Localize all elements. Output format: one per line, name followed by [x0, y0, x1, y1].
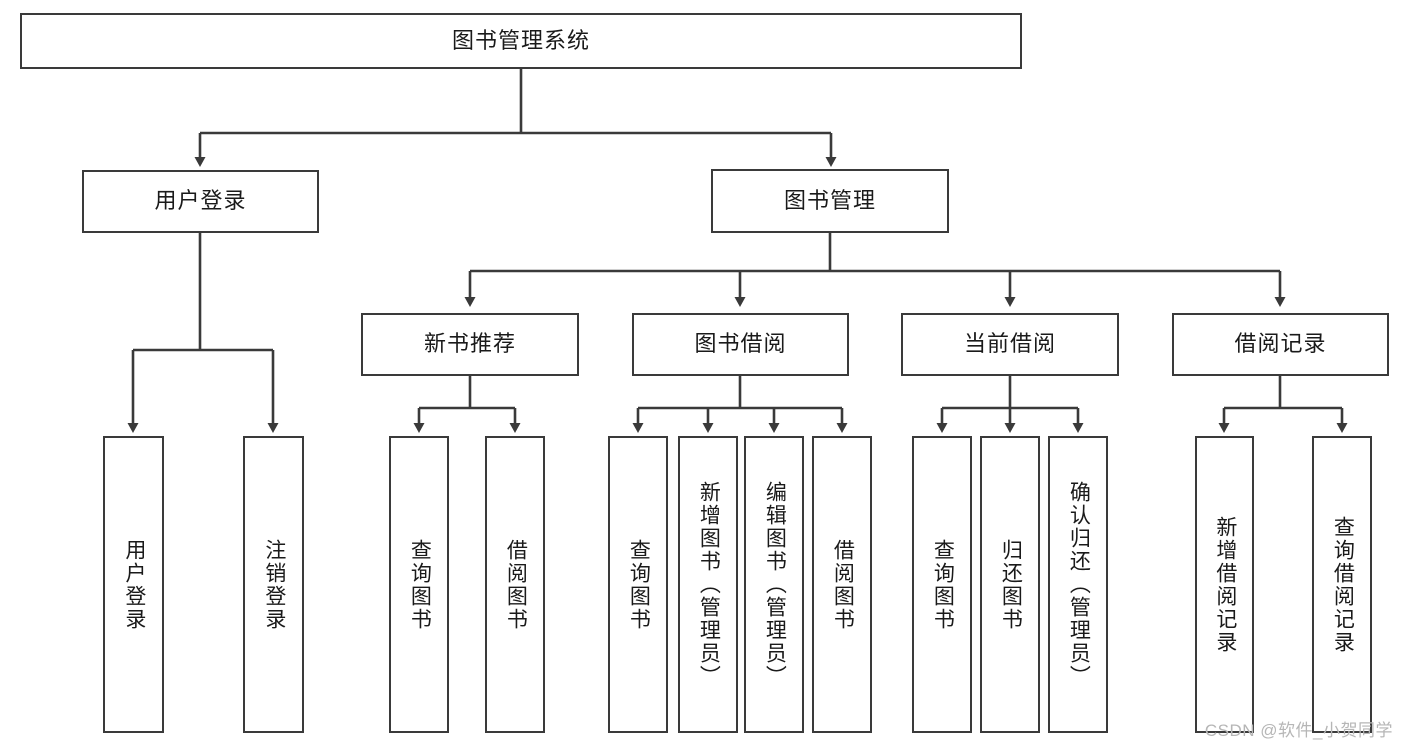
node-leaf-borrow-book-1-label: 借阅图书	[504, 538, 528, 631]
node-leaf-query-borrow-record[interactable]: 查询借阅记录	[1312, 436, 1372, 733]
edge-group-book-manage	[464, 233, 1286, 307]
node-user-login[interactable]: 用户登录	[82, 170, 319, 233]
node-leaf-user-login[interactable]: 用户登录	[103, 436, 164, 733]
node-leaf-add-borrow-record[interactable]: 新增借阅记录	[1195, 436, 1254, 733]
node-user-login-label: 用户登录	[154, 188, 247, 214]
node-leaf-query-borrow-record-label: 查询借阅记录	[1331, 515, 1355, 654]
edge-group-borrow-record	[1218, 376, 1348, 433]
edge-group-new-book-recommend	[413, 376, 521, 433]
node-book-manage-label: 图书管理	[783, 187, 876, 213]
node-borrow-record[interactable]: 借阅记录	[1172, 313, 1389, 376]
node-current-borrow-label: 当前借阅	[963, 331, 1056, 357]
node-leaf-query-book-2[interactable]: 查询图书	[608, 436, 668, 733]
node-leaf-return-book-label: 归还图书	[999, 538, 1023, 631]
node-leaf-add-book-admin[interactable]: 新增图书（管理员）	[678, 436, 738, 733]
node-leaf-borrow-book-1[interactable]: 借阅图书	[485, 436, 545, 733]
node-leaf-confirm-return-admin[interactable]: 确认归还（管理员）	[1048, 436, 1108, 733]
node-borrow-record-label: 借阅记录	[1234, 331, 1327, 357]
node-leaf-query-book-1[interactable]: 查询图书	[389, 436, 449, 733]
node-book-manage[interactable]: 图书管理	[711, 169, 949, 233]
node-leaf-edit-book-admin-label: 编辑图书（管理员）	[763, 481, 787, 688]
node-leaf-add-book-admin-label: 新增图书（管理员）	[697, 481, 721, 688]
node-leaf-query-book-3-label: 查询图书	[931, 538, 955, 631]
node-book-borrow[interactable]: 图书借阅	[632, 313, 849, 376]
edge-group-current-borrow	[936, 376, 1084, 433]
node-leaf-borrow-book-2[interactable]: 借阅图书	[812, 436, 872, 733]
node-leaf-edit-book-admin[interactable]: 编辑图书（管理员）	[744, 436, 804, 733]
node-leaf-logout-login[interactable]: 注销登录	[243, 436, 304, 733]
node-leaf-query-book-2-label: 查询图书	[627, 538, 651, 631]
node-leaf-confirm-return-admin-label: 确认归还（管理员）	[1067, 481, 1091, 688]
node-leaf-borrow-book-2-label: 借阅图书	[831, 538, 855, 631]
edge-group-user-login	[127, 233, 279, 433]
edge-group-root	[194, 69, 837, 167]
node-root[interactable]: 图书管理系统	[20, 13, 1022, 69]
node-new-book-recommend[interactable]: 新书推荐	[361, 313, 579, 376]
node-root-label: 图书管理系统	[451, 27, 590, 53]
node-new-book-recommend-label: 新书推荐	[423, 331, 516, 357]
node-leaf-add-borrow-record-label: 新增借阅记录	[1213, 515, 1237, 654]
node-leaf-user-login-label: 用户登录	[122, 538, 146, 631]
edge-group-book-borrow	[632, 376, 848, 433]
csdn-watermark: CSDN @软件_小贺同学	[1204, 721, 1393, 740]
node-leaf-query-book-1-label: 查询图书	[408, 538, 432, 631]
node-current-borrow[interactable]: 当前借阅	[901, 313, 1119, 376]
node-leaf-return-book[interactable]: 归还图书	[980, 436, 1040, 733]
node-book-borrow-label: 图书借阅	[694, 331, 787, 357]
node-leaf-logout-login-label: 注销登录	[262, 538, 286, 631]
node-leaf-query-book-3[interactable]: 查询图书	[912, 436, 972, 733]
